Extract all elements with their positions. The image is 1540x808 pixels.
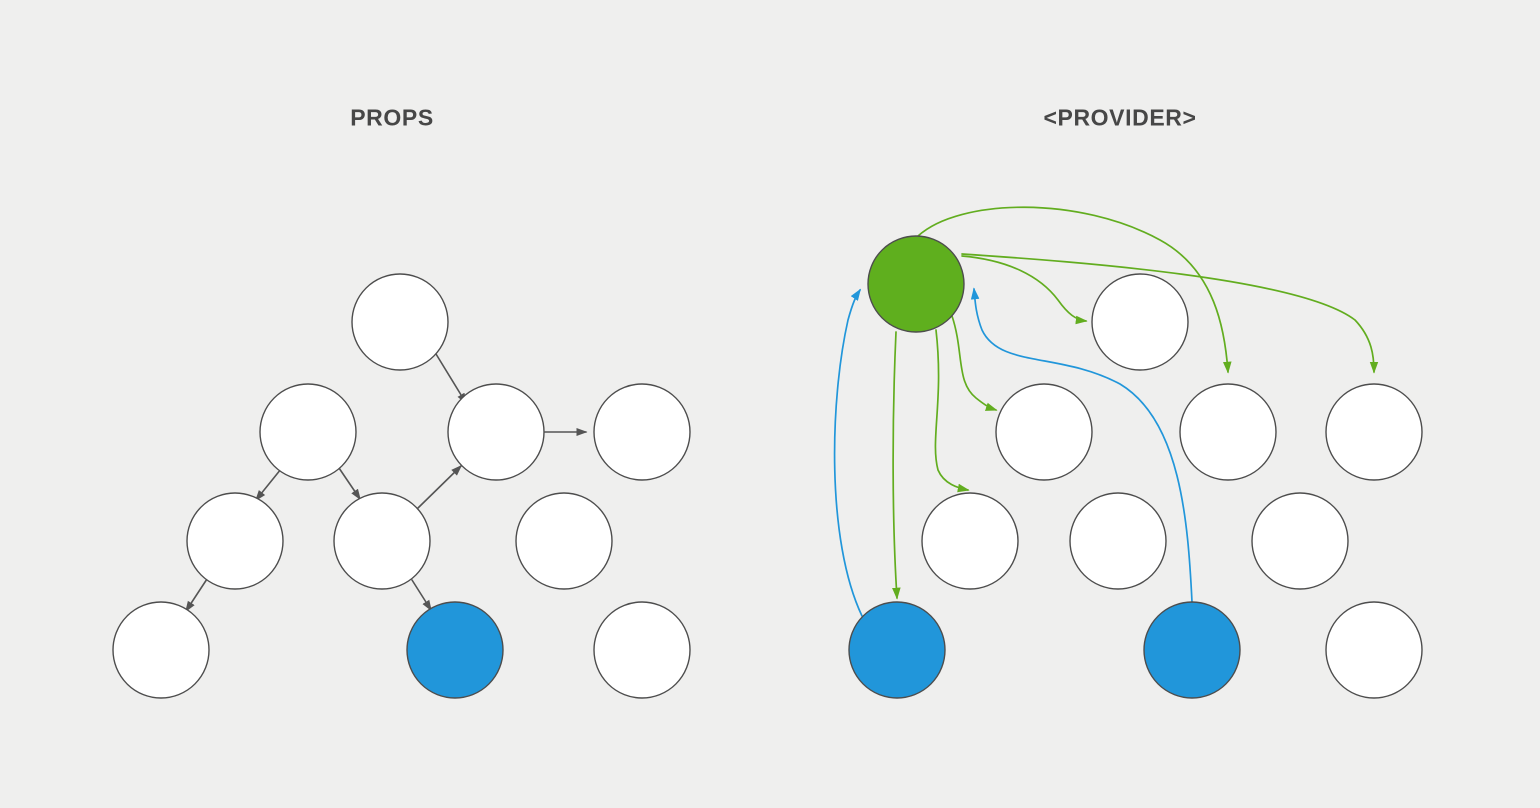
edge-v-provider-to-v-c [917,206,1232,374]
edge-v-provider-to-v-a [961,255,1088,325]
panel-title-provider: <PROVIDER> [1043,104,1197,131]
edge-p-e-to-p-target [411,579,432,612]
node-v-h[interactable] [1325,601,1423,699]
node-v-consumer1[interactable] [848,601,946,699]
edge-v-provider-to-v-e [934,329,970,493]
node-v-a[interactable] [1091,273,1189,371]
node-p-target[interactable] [406,601,504,699]
node-v-b[interactable] [995,383,1093,481]
edge-v-consumer2-to-v-provider [970,287,1193,603]
node-v-e[interactable] [921,492,1019,590]
edge-p-a-to-p-e [338,467,361,501]
node-p-d[interactable] [186,492,284,590]
edge-v-provider-to-v-consumer1 [892,331,901,600]
node-v-f[interactable] [1069,492,1167,590]
edge-p-root-to-p-b [435,353,467,405]
node-group [112,273,691,699]
edge-v-consumer1-to-v-provider [833,288,863,617]
edge-p-d-to-p-g [185,578,208,613]
panel-provider [833,206,1423,699]
panel-title-props: PROPS [350,104,434,131]
node-v-provider[interactable] [867,235,965,333]
edge-p-e-to-p-b [417,464,463,509]
node-group [848,235,1423,699]
node-p-b[interactable] [447,383,545,481]
node-p-root[interactable] [351,273,449,371]
edge-group [185,353,588,613]
panel-props [112,273,691,699]
node-v-consumer2[interactable] [1143,601,1241,699]
node-v-d[interactable] [1325,383,1423,481]
edge-group [833,206,1379,617]
edge-v-provider-to-v-b [951,315,998,411]
node-p-h[interactable] [593,601,691,699]
edge-p-a-to-p-d [255,468,282,502]
node-p-a[interactable] [259,383,357,481]
node-p-e[interactable] [333,492,431,590]
node-p-c[interactable] [593,383,691,481]
node-p-g[interactable] [112,601,210,699]
node-v-g[interactable] [1251,492,1349,590]
node-v-c[interactable] [1179,383,1277,481]
node-p-f[interactable] [515,492,613,590]
edge-v-provider-to-v-d [961,253,1379,374]
